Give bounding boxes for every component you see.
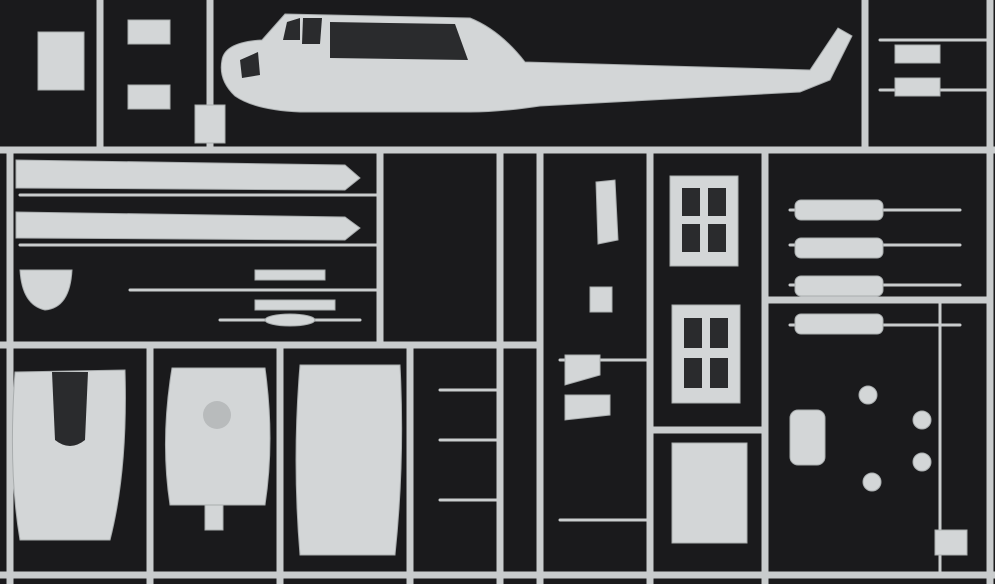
helicopter-fuselage-part xyxy=(220,13,853,113)
small-block-part xyxy=(194,104,226,144)
floor-tab-part xyxy=(204,504,224,531)
skid-part xyxy=(264,313,316,327)
round-part xyxy=(858,385,878,405)
seat-part xyxy=(564,354,601,386)
nose-cap-part xyxy=(19,269,73,311)
instrument-panel-part xyxy=(595,179,619,245)
round-part xyxy=(912,410,932,430)
fuel-tank-part xyxy=(794,199,884,221)
rotor-blade-part xyxy=(15,159,361,191)
landing-gear-part xyxy=(254,299,336,311)
engine-cowling-part xyxy=(11,369,126,541)
fuel-tank-part xyxy=(794,237,884,259)
cabin-door-part xyxy=(669,175,739,267)
fuel-tank-part xyxy=(794,275,884,297)
window-frame-part xyxy=(894,77,941,97)
rotor-blade-part xyxy=(15,211,361,241)
bracket-part xyxy=(789,409,826,466)
round-part xyxy=(912,452,932,472)
rotor-mount-hole xyxy=(203,401,231,429)
fuel-tank-part xyxy=(794,313,884,335)
small-box-part xyxy=(589,286,613,313)
small-box-part xyxy=(934,529,968,556)
textured-seat-part xyxy=(671,442,748,544)
cabin-deck-part xyxy=(295,364,403,556)
landing-gear-part xyxy=(254,269,326,281)
small-bracket-part xyxy=(127,19,171,45)
round-part xyxy=(862,472,882,492)
small-bracket-part xyxy=(127,84,171,110)
cabin-door-part xyxy=(671,304,741,404)
seat-part xyxy=(564,394,611,421)
window-frame-part xyxy=(894,44,941,64)
small-panel-part xyxy=(37,31,85,91)
cabin-floor-part xyxy=(164,367,271,506)
